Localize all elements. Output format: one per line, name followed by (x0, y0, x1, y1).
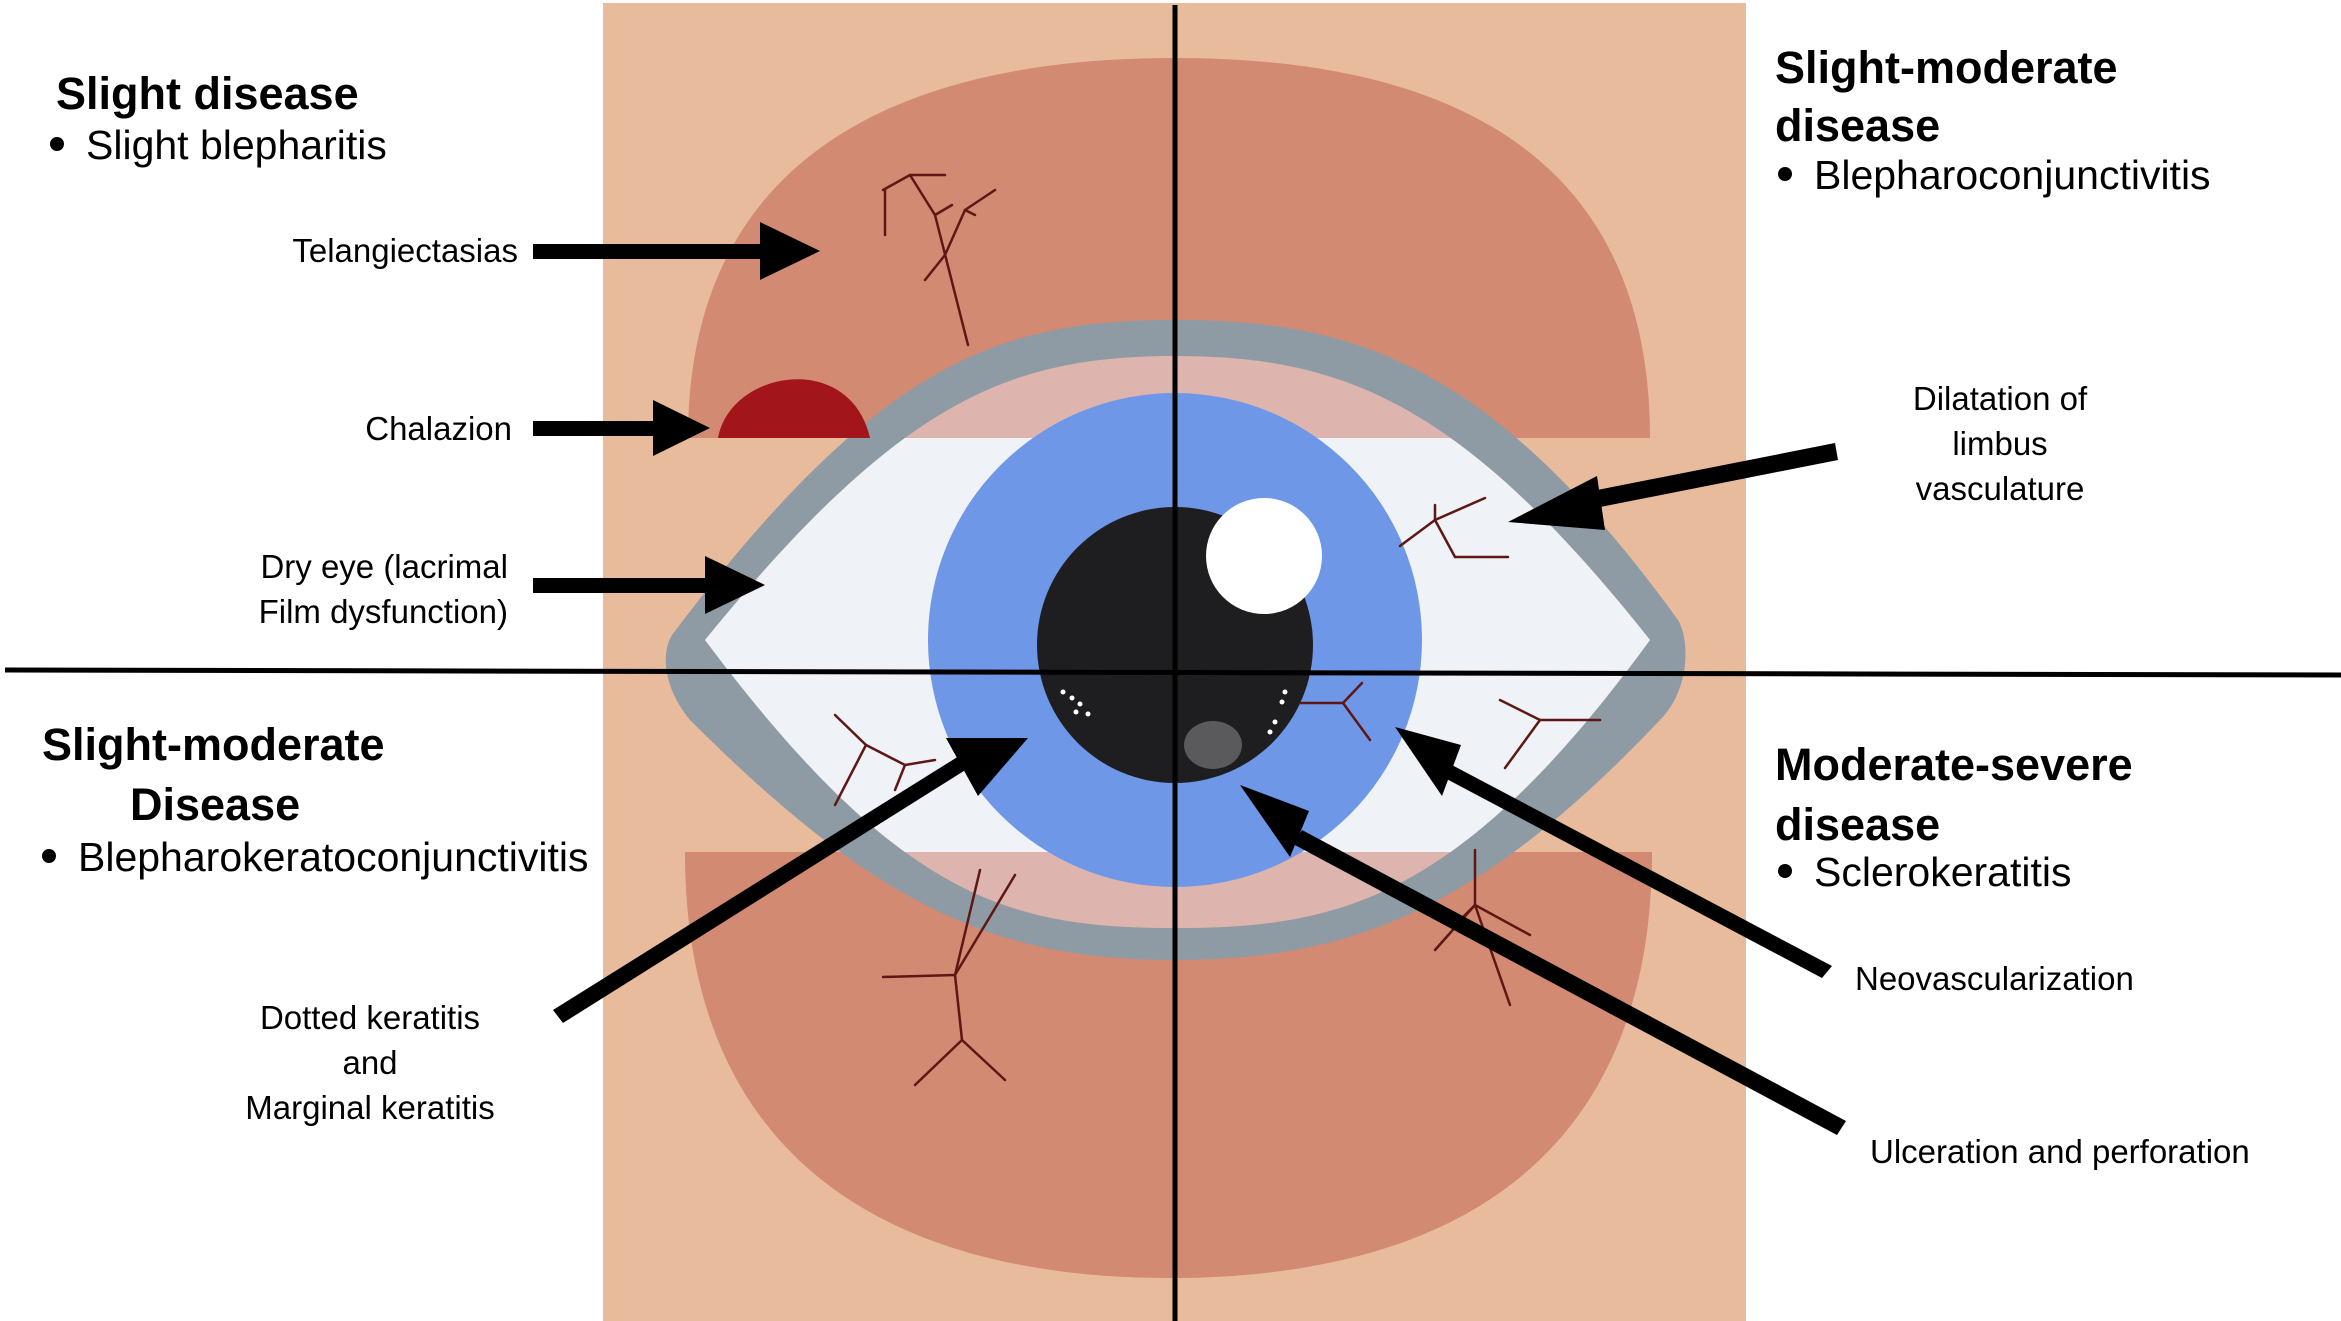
dry-eye-label-line2: Film dysfunction) (258, 593, 508, 630)
bottom-left-title-line2: Disease (130, 779, 301, 830)
telangiectasias-label: Telangiectasias (292, 232, 518, 269)
dilatation-arrow (1508, 443, 1838, 530)
lower-eyelid (685, 852, 1652, 1278)
upper-eyelid (688, 58, 1650, 438)
bottom-right-title-line2: disease (1775, 799, 1941, 850)
ulcer-spot (1184, 721, 1242, 769)
bullet-dot (1778, 864, 1792, 879)
bullet-dot (1778, 167, 1792, 182)
bullet-dot (42, 849, 56, 864)
bottom-right-item-text: Sclerokeratitis (1814, 849, 2072, 895)
top-left-title: Slight disease (56, 68, 359, 119)
dotted-keratitis-label-line1: Dotted keratitis (259, 999, 481, 1036)
bullet-dot (50, 137, 64, 152)
chalazion (718, 379, 870, 438)
ulceration-label: Ulceration and perforation (1870, 1133, 2250, 1170)
top-right-item: Blepharoconjunctivitis (1778, 148, 2211, 202)
pupil-highlight (1206, 498, 1322, 614)
dry-eye-arrow (533, 556, 765, 614)
bottom-right-item: Sclerokeratitis (1778, 845, 2071, 899)
bottom-right-title-line1: Moderate-severe (1775, 739, 2133, 790)
top-right-title-line1: Slight-moderate (1775, 42, 2118, 93)
dilatation-label-line1: Dilatation of (1912, 380, 2088, 417)
top-right-item-text: Blepharoconjunctivitis (1814, 152, 2211, 198)
bottom-left-title-line1: Slight-moderate (42, 719, 385, 770)
dry-eye-label-line1: Dry eye (lacrimal (260, 548, 508, 585)
keratitis-dots (1060, 689, 1288, 735)
dilatation-label-line3: vasculature (1915, 470, 2085, 507)
telangiectasias-arrow (533, 222, 820, 280)
top-left-item-text: Slight blepharitis (86, 122, 387, 168)
top-right-title-line2: disease (1775, 100, 1941, 151)
dotted-keratitis-label-line2: and (342, 1044, 398, 1081)
bottom-left-item: Blepharokeratoconjunctivitis (42, 830, 589, 884)
dilatation-label-line2: limbus (1952, 425, 2048, 462)
horizontal-axis-line (4, 667, 2341, 678)
pointer-arrows (533, 222, 1846, 1135)
ulceration-arrow (1240, 785, 1846, 1135)
top-left-item: Slight blepharitis (50, 118, 387, 172)
dotted-keratitis-arrow (553, 738, 1028, 1023)
neovascularization-arrow (1395, 727, 1832, 978)
dotted-keratitis-label-line3: Marginal keratitis (245, 1089, 495, 1126)
chalazion-label: Chalazion (365, 410, 512, 447)
bottom-left-item-text: Blepharokeratoconjunctivitis (78, 834, 589, 880)
neovascularization-label: Neovascularization (1855, 960, 2134, 997)
chalazion-arrow (533, 400, 710, 456)
